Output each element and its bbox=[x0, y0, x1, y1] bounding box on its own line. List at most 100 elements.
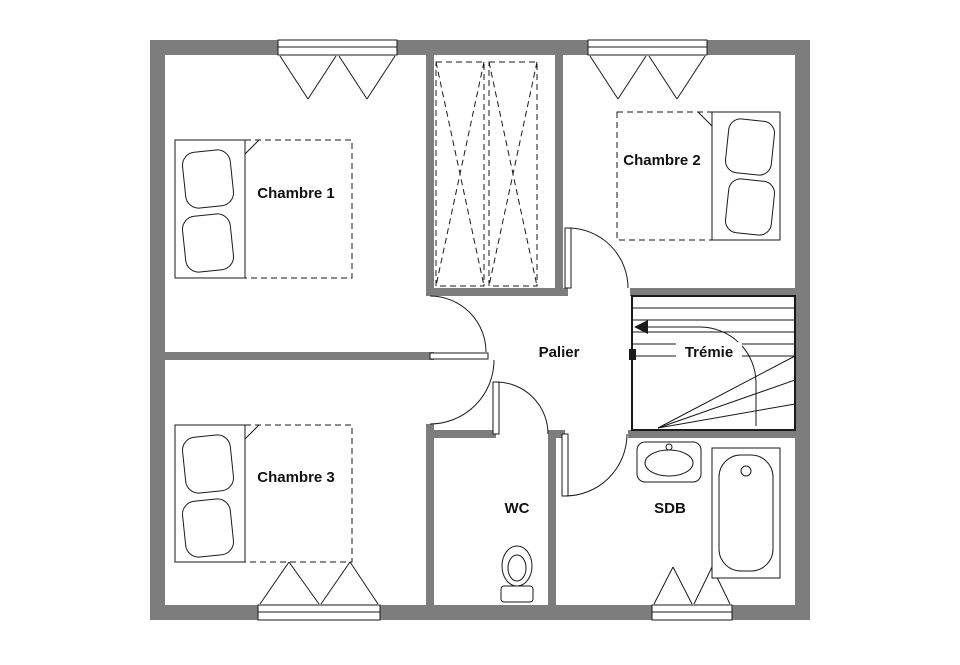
wall-left bbox=[150, 40, 165, 620]
wall-right bbox=[795, 40, 810, 620]
toilet-bowl bbox=[501, 545, 533, 587]
door-swing-arc bbox=[495, 381, 549, 435]
wall-chambre1-closet bbox=[426, 55, 434, 296]
pillow bbox=[181, 498, 235, 558]
window-chambre1 bbox=[277, 39, 398, 100]
wall-top-segment bbox=[707, 40, 810, 55]
door-wc bbox=[492, 381, 549, 435]
pillow bbox=[724, 178, 776, 236]
bed-chambre3 bbox=[174, 424, 353, 563]
stair-winder-tread bbox=[657, 403, 796, 429]
wall-chambre3-wc bbox=[426, 424, 434, 605]
pillow bbox=[181, 149, 235, 209]
window-casement-line bbox=[693, 566, 713, 605]
closets bbox=[435, 61, 538, 287]
window-casement-line bbox=[648, 55, 678, 100]
wall-closet-chambre2 bbox=[555, 55, 563, 296]
window-casement-line bbox=[617, 55, 647, 100]
wall-top-segment bbox=[150, 40, 278, 55]
wall-chambre2-south bbox=[630, 288, 795, 296]
bed-fold-line bbox=[244, 424, 260, 440]
door-swing-arc bbox=[564, 433, 628, 497]
doors bbox=[429, 227, 629, 497]
bed-chambre1 bbox=[174, 139, 353, 279]
bathtub-outline bbox=[711, 447, 781, 579]
wall-wc-sdb bbox=[548, 430, 556, 605]
label-chambre1: Chambre 1 bbox=[257, 185, 335, 202]
pillow bbox=[724, 118, 776, 176]
bed-fold-line bbox=[697, 111, 713, 127]
door-leaf bbox=[561, 433, 569, 497]
bathtub-inner bbox=[718, 454, 774, 572]
closet-cross-line bbox=[488, 61, 538, 287]
label-sdb: SDB bbox=[654, 500, 686, 517]
bathtub-drain bbox=[740, 465, 752, 477]
wall-bottom-segment bbox=[380, 605, 652, 620]
wall-chambre1-chambre3 bbox=[165, 352, 426, 360]
door-swing-arc bbox=[429, 295, 487, 353]
door-sdb bbox=[561, 433, 628, 497]
bed-head-section bbox=[711, 111, 781, 241]
wall-bottom-segment bbox=[732, 605, 810, 620]
closet-cross-line bbox=[435, 61, 485, 287]
wall-sdb-top-right bbox=[628, 430, 795, 438]
room-labels: Chambre 1 Chambre 2 Chambre 3 Palier Tré… bbox=[257, 152, 733, 517]
bed-chambre2 bbox=[616, 111, 781, 241]
label-tremie: Trémie bbox=[685, 344, 733, 361]
label-wc: WC bbox=[505, 500, 530, 517]
closet-right bbox=[488, 61, 538, 287]
wall-wc-top bbox=[434, 430, 496, 438]
staircase bbox=[629, 295, 796, 431]
sink bbox=[636, 441, 702, 483]
wall-top-segment bbox=[397, 40, 588, 55]
tremie-label-background bbox=[676, 342, 742, 362]
wall-palier-top bbox=[426, 288, 568, 296]
stair-newel-post bbox=[629, 349, 636, 360]
walls bbox=[150, 40, 810, 620]
window-casement-line bbox=[259, 561, 290, 605]
stair-winder-tread bbox=[657, 379, 796, 429]
label-chambre3: Chambre 3 bbox=[257, 469, 335, 486]
door-chambre2 bbox=[564, 227, 629, 289]
pillow bbox=[181, 213, 235, 273]
door-leaf bbox=[492, 381, 500, 435]
bed-duvet bbox=[616, 111, 713, 241]
closet-outline bbox=[435, 61, 485, 287]
bed-duvet bbox=[244, 139, 353, 279]
door-swing-arc bbox=[567, 227, 629, 289]
toilet-bowl-inner bbox=[507, 554, 527, 582]
wall-sdb-top-left bbox=[548, 430, 565, 438]
wall-bottom-segment bbox=[150, 605, 258, 620]
window-chambre3 bbox=[257, 561, 381, 621]
window-chambre2 bbox=[587, 39, 708, 100]
door-chambre1 bbox=[429, 295, 487, 353]
door-swing-arc bbox=[429, 359, 495, 425]
window-casement-line bbox=[672, 566, 693, 605]
stair-winder-tread bbox=[657, 355, 796, 429]
door-leaf-shared bbox=[429, 352, 489, 360]
toilet bbox=[500, 545, 534, 603]
window-casement-line bbox=[288, 561, 320, 605]
label-chambre2: Chambre 2 bbox=[623, 152, 701, 169]
stair-direction-arrow-icon bbox=[634, 320, 648, 334]
pillow bbox=[181, 434, 235, 494]
door-leaf bbox=[564, 227, 572, 289]
sink-tap bbox=[665, 443, 673, 451]
window-casement-line bbox=[338, 55, 368, 100]
stair-well-outline bbox=[631, 295, 796, 431]
bed-fold-line bbox=[244, 139, 260, 155]
window-casement-line bbox=[366, 55, 396, 100]
closet-left bbox=[435, 61, 485, 287]
window-casement-line bbox=[589, 55, 619, 100]
window-casement-line bbox=[279, 55, 309, 100]
window-casement-line bbox=[676, 55, 706, 100]
window-sdb bbox=[651, 566, 733, 621]
sink-counter bbox=[636, 441, 702, 483]
window-casement-line bbox=[349, 561, 379, 605]
bathtub bbox=[711, 447, 781, 579]
closet-outline bbox=[488, 61, 538, 287]
door-chambre3 bbox=[429, 359, 495, 425]
window-casement-line bbox=[320, 561, 351, 605]
